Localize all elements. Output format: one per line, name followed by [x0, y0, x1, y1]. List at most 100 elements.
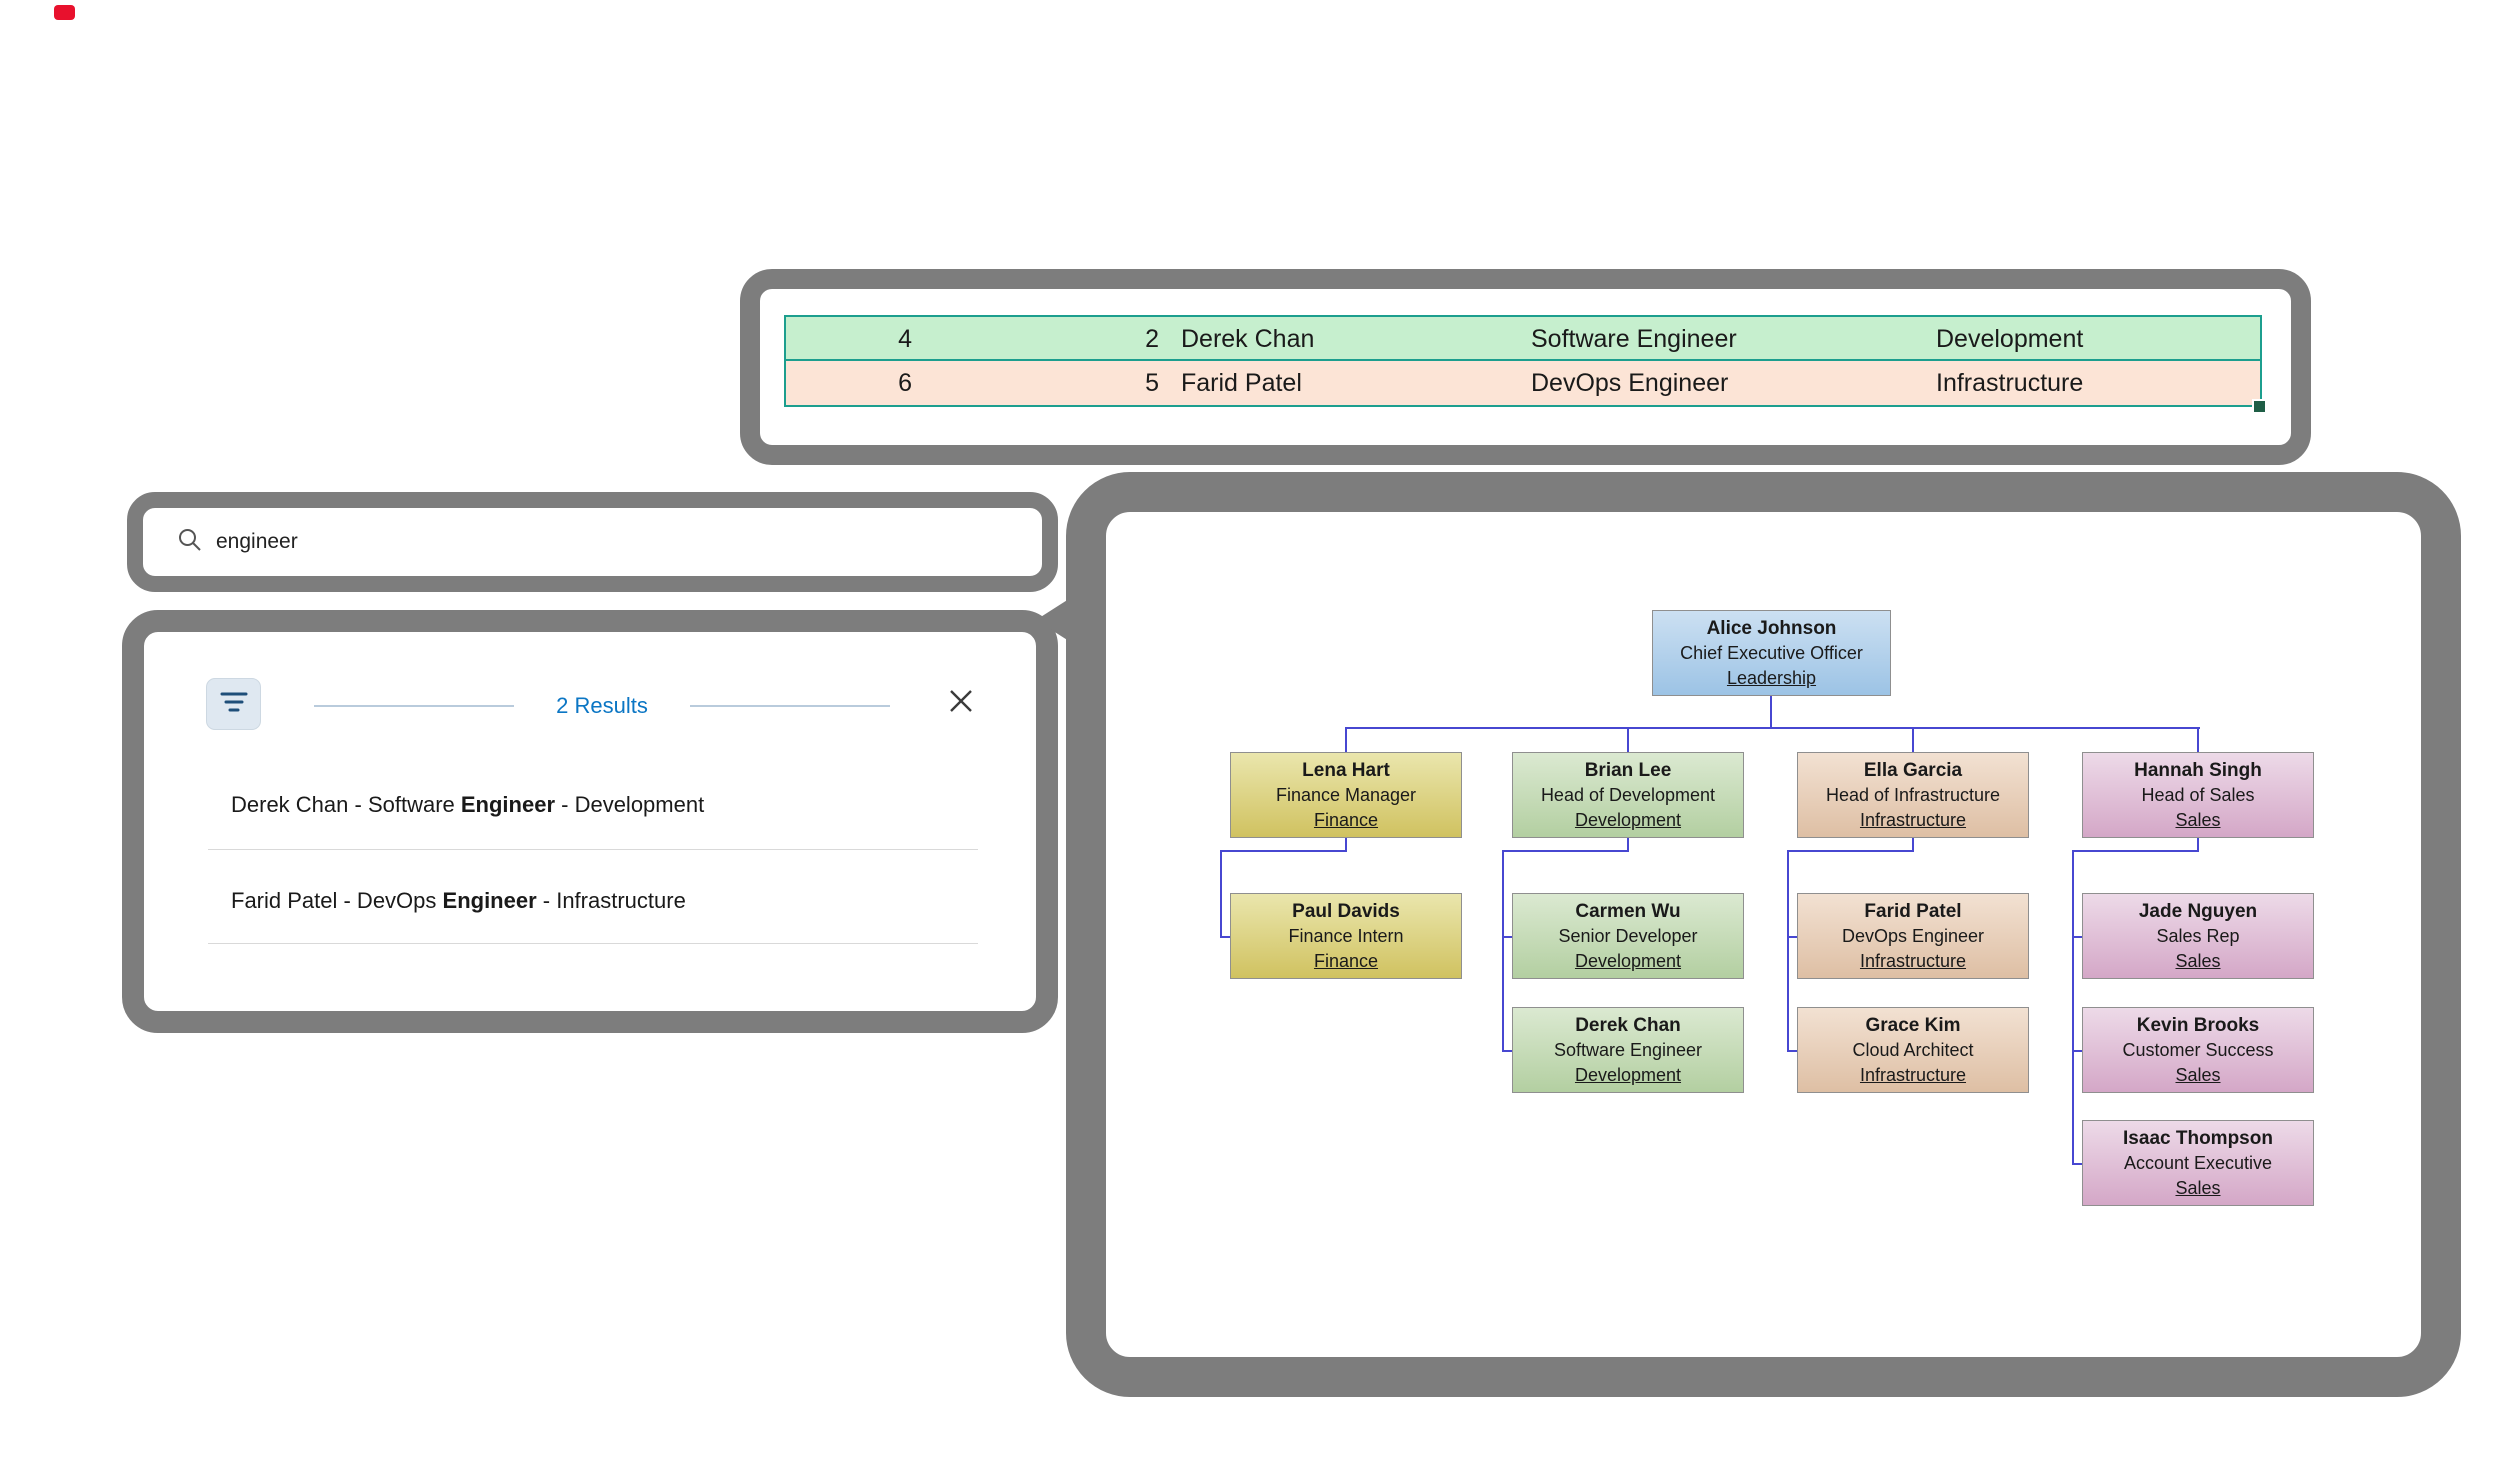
org-node-grace-kim[interactable]: Grace Kim Cloud Architect Infrastructure: [1797, 1007, 2029, 1093]
node-title: Cloud Architect: [1852, 1040, 1974, 1060]
connector-line: [1787, 1050, 1799, 1052]
close-icon: [946, 686, 976, 721]
result-text: - Development: [555, 792, 705, 817]
node-title: Senior Developer: [1558, 926, 1698, 946]
result-match-text: Engineer: [442, 888, 537, 913]
connector-line: [1220, 936, 1232, 938]
node-title: Finance Intern: [1288, 926, 1404, 946]
close-button[interactable]: [944, 686, 978, 720]
search-result-item[interactable]: Farid Patel - DevOps Engineer - Infrastr…: [208, 878, 976, 924]
node-name: Grace Kim: [1865, 1015, 1961, 1036]
connector-line: [1345, 727, 2200, 729]
node-department: Infrastructure: [1859, 1065, 1967, 1085]
org-node-paul-davids[interactable]: Paul Davids Finance Intern Finance: [1230, 893, 1462, 979]
node-name: Hannah Singh: [2134, 760, 2262, 781]
node-department: Sales: [2175, 810, 2221, 830]
search-icon: [177, 527, 203, 558]
filter-button[interactable]: [206, 678, 261, 730]
result-match-text: Engineer: [460, 792, 556, 817]
node-name: Alice Johnson: [1706, 618, 1837, 639]
cell-name[interactable]: Derek Chan: [1181, 325, 1315, 353]
node-department: Development: [1574, 1065, 1682, 1085]
node-title: Customer Success: [2122, 1040, 2274, 1060]
node-name: Isaac Thompson: [2123, 1128, 2273, 1149]
spreadsheet-selection: 4 2 Derek Chan Software Engineer Develop…: [784, 315, 2262, 407]
filter-icon: [219, 689, 249, 720]
node-title: Head of Infrastructure: [1825, 785, 2001, 805]
node-department: Sales: [2175, 1065, 2221, 1085]
node-department: Leadership: [1726, 668, 1817, 688]
node-department: Finance: [1313, 951, 1379, 971]
result-text: - Infrastructure: [536, 888, 686, 913]
org-node-isaac-thompson[interactable]: Isaac Thompson Account Executive Sales: [2082, 1120, 2314, 1206]
divider: [208, 943, 978, 944]
cell-department[interactable]: Development: [1936, 325, 2084, 353]
org-node-kevin-brooks[interactable]: Kevin Brooks Customer Success Sales: [2082, 1007, 2314, 1093]
connector-line: [2072, 850, 2074, 1165]
fill-handle[interactable]: [2252, 399, 2267, 414]
node-name: Derek Chan: [1575, 1015, 1681, 1036]
connector-line: [2197, 838, 2199, 852]
results-count-label: 2 Results: [556, 693, 648, 718]
connector-line: [2197, 727, 2199, 752]
decorative-line: [314, 705, 515, 707]
result-text: Derek Chan - Software: [231, 792, 461, 817]
node-department: Development: [1574, 951, 1682, 971]
result-text: Farid Patel - DevOps: [231, 888, 443, 913]
connector-line: [2072, 1050, 2084, 1052]
node-name: Farid Patel: [1864, 901, 1962, 922]
node-department: Sales: [2175, 1178, 2221, 1198]
connector-line: [1220, 850, 1347, 852]
results-count-bar: 2 Results: [314, 692, 890, 720]
connector-line: [1912, 727, 1914, 752]
node-name: Kevin Brooks: [2136, 1015, 2260, 1036]
org-node-hannah-singh[interactable]: Hannah Singh Head of Sales Sales: [2082, 752, 2314, 838]
connector-line: [1787, 850, 1914, 852]
cell-name[interactable]: Farid Patel: [1181, 369, 1302, 397]
decorative-line: [689, 705, 890, 707]
connector-line: [1627, 838, 1629, 852]
node-title: DevOps Engineer: [1841, 926, 1985, 946]
node-title: Chief Executive Officer: [1680, 643, 1863, 663]
org-chart-panel: Alice Johnson Chief Executive Officer Le…: [1066, 472, 2461, 1397]
connector-line: [1912, 838, 1914, 852]
node-name: Carmen Wu: [1575, 901, 1681, 922]
connector-line: [2072, 850, 2199, 852]
org-node-derek-chan[interactable]: Derek Chan Software Engineer Development: [1512, 1007, 1744, 1093]
connector-line: [1787, 850, 1789, 1052]
connector-line: [1502, 850, 1504, 1052]
search-panel: [127, 492, 1058, 592]
org-node-lena-hart[interactable]: Lena Hart Finance Manager Finance: [1230, 752, 1462, 838]
divider: [208, 849, 978, 850]
connector-line: [1627, 727, 1629, 752]
connector-line: [1502, 1050, 1514, 1052]
connector-line: [1220, 850, 1222, 938]
search-input[interactable]: [216, 530, 816, 554]
connector-line: [1770, 696, 1772, 727]
connector-line: [1345, 838, 1347, 852]
node-title: Head of Development: [1540, 785, 1716, 805]
org-node-ella-garcia[interactable]: Ella Garcia Head of Infrastructure Infra…: [1797, 752, 2029, 838]
node-department: Infrastructure: [1859, 951, 1967, 971]
org-node-carmen-wu[interactable]: Carmen Wu Senior Developer Development: [1512, 893, 1744, 979]
connector-line: [1787, 936, 1799, 938]
cell-title[interactable]: DevOps Engineer: [1531, 369, 1729, 397]
org-node-farid-patel[interactable]: Farid Patel DevOps Engineer Infrastructu…: [1797, 893, 2029, 979]
node-title: Head of Sales: [2141, 785, 2255, 805]
recording-indicator-dot: [54, 5, 75, 20]
cell-id[interactable]: 2: [1145, 325, 1159, 353]
connector-line: [2072, 1163, 2084, 1165]
org-node-jade-nguyen[interactable]: Jade Nguyen Sales Rep Sales: [2082, 893, 2314, 979]
spreadsheet-panel: 4 2 Derek Chan Software Engineer Develop…: [740, 269, 2311, 465]
cell-id[interactable]: 5: [1145, 369, 1159, 397]
org-node-brian-lee[interactable]: Brian Lee Head of Development Developmen…: [1512, 752, 1744, 838]
connector-line: [1502, 936, 1514, 938]
node-name: Ella Garcia: [1863, 760, 1963, 781]
cell-row-number[interactable]: 6: [898, 369, 912, 397]
cell-department[interactable]: Infrastructure: [1936, 369, 2084, 397]
search-result-item[interactable]: Derek Chan - Software Engineer - Develop…: [208, 782, 976, 828]
cell-row-number[interactable]: 4: [898, 325, 912, 353]
org-node-alice-johnson[interactable]: Alice Johnson Chief Executive Officer Le…: [1652, 610, 1891, 696]
cell-title[interactable]: Software Engineer: [1531, 325, 1737, 353]
node-name: Paul Davids: [1292, 901, 1400, 922]
